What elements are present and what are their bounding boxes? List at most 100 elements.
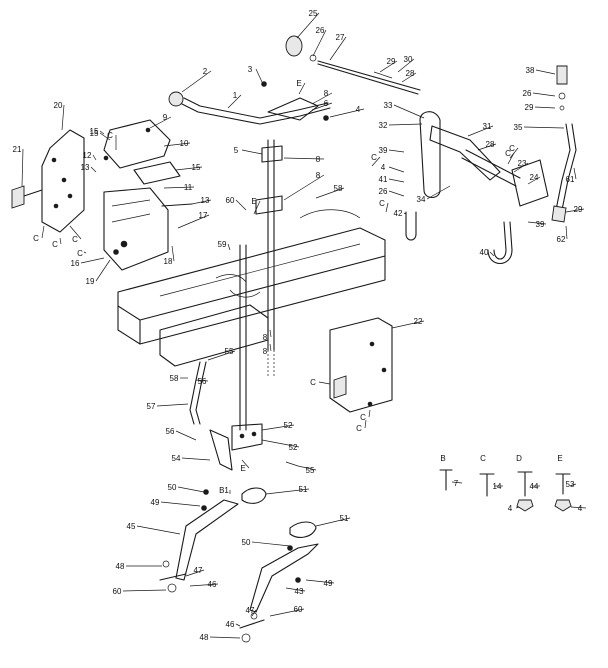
callout-leader-line [401,72,417,83]
part-callout-56: 56 [198,377,207,386]
callout-leader-line [136,525,181,535]
part-callout-1: 1 [233,91,238,100]
callout-leader-line [523,126,565,129]
callout-leader-line [318,381,331,385]
part-callout-12: 12 [83,151,92,160]
callout-leader-line [296,12,320,39]
part-callout-52: 52 [289,443,298,452]
part-callout-c: C [480,454,486,463]
part-callout-39: 39 [536,220,545,229]
pedal-rod [551,65,577,223]
callout-leader-line [315,517,351,527]
part-callout-9: 9 [163,113,168,122]
part-callout-28: 28 [406,69,415,78]
part-callout-49: 49 [324,579,333,588]
callout-leader-line [209,636,241,639]
callout-leader-line [261,424,295,431]
callout-leader-line [489,251,495,257]
lower-rod-assembly [189,361,299,471]
callout-leader-line [451,481,463,484]
part-callout-41: 41 [379,175,388,184]
callout-leader-line [181,457,211,461]
part-callout-b1: B1 [219,486,229,495]
vertical-shafts [239,139,283,431]
callout-leader-line [59,237,62,245]
part-callout-c: C [33,234,39,243]
lower-arm-right [239,521,319,643]
callout-leader-line [477,143,497,151]
callout-leader-line [191,199,212,205]
callout-leader-line [227,94,242,109]
callout-leader-line [69,225,82,240]
part-callout-60: 60 [226,196,235,205]
part-callout-4: 4 [578,504,583,513]
part-callout-8: 8 [263,347,268,356]
part-callout-28: 28 [486,140,495,149]
part-callout-50: 50 [168,483,177,492]
part-callout-29: 29 [525,103,534,112]
callout-leader-line [163,186,195,189]
part-callout-60: 60 [294,605,303,614]
part-callout-4: 4 [381,163,386,172]
callout-leader-line [565,225,568,240]
callout-leader-line [312,29,327,57]
callout-leader-line [175,430,197,441]
callout-leader-line [251,541,291,547]
part-callout-43: 43 [295,587,304,596]
chassis-frame [117,209,386,367]
callout-leader-line [21,148,24,187]
callout-leader-line [329,108,365,118]
part-callout-29: 29 [574,205,583,214]
part-callout-21: 21 [13,145,22,154]
callout-leader-line [570,506,587,509]
callout-leader-line [269,608,305,617]
callout-leader-line [99,132,111,141]
callout-leader-line [99,130,105,135]
part-callout-8: 8 [316,155,321,164]
part-callout-55: 55 [225,347,234,356]
part-callout-57: 57 [147,402,156,411]
callout-leader-line [532,92,556,97]
part-callout-42: 42 [394,209,403,218]
part-callout-46: 46 [208,580,217,589]
part-callout-60: 60 [113,587,122,596]
part-callout-13: 13 [201,196,210,205]
callout-leader-line [156,403,189,407]
part-callout-53: 53 [566,480,575,489]
part-callout-17: 17 [199,211,208,220]
part-callout-40: 40 [480,248,489,257]
callout-leader-line [207,350,236,361]
callout-leader-line [513,162,529,173]
callout-leader-line [90,166,97,173]
upper-left-bracket [103,119,181,185]
callout-leader-line [261,439,300,448]
part-callout-54: 54 [172,454,181,463]
lower-arm-left [159,487,267,593]
callout-leader-line [379,60,398,73]
part-callout-62: 62 [557,235,566,244]
callout-leader-line [160,501,201,507]
callout-leader-line [388,166,405,173]
part-callout-8: 8 [324,89,329,98]
part-callout-c: C [72,235,78,244]
part-callout-20: 20 [54,101,63,110]
hardware-key [439,469,572,512]
part-callout-19: 19 [86,277,95,286]
part-callout-d: D [516,454,522,463]
callout-leader-line [283,174,325,201]
callout-leader-line [269,329,272,338]
callout-leader-line [251,609,257,617]
callout-leader-line [149,116,172,129]
part-callout-e: E [557,454,562,463]
callout-leader-line [185,569,205,577]
part-callout-58: 58 [170,374,179,383]
part-callout-c: C [360,413,366,422]
callout-leader-line [305,579,335,584]
callout-leader-line [122,589,167,592]
part-callout-18: 18 [164,257,173,266]
callout-leader-line [329,36,347,61]
callout-leaders [21,12,587,639]
part-callout-11: 11 [184,183,193,192]
